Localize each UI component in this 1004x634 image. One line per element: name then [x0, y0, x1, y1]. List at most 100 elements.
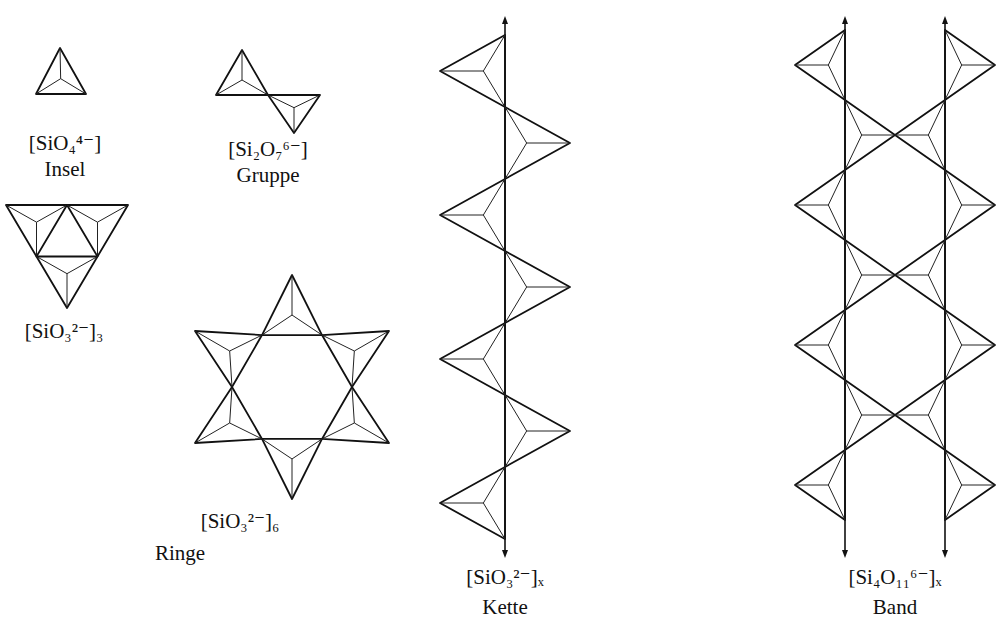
tetrahedron-edge	[292, 459, 293, 499]
axis-arrowhead	[502, 550, 508, 558]
tetrahedron-edge	[505, 251, 527, 287]
axis-arrowhead	[502, 16, 508, 24]
tetrahedron-edge	[505, 287, 527, 323]
tetrahedron-outline	[845, 380, 895, 450]
tetrahedron-edge	[292, 315, 322, 335]
tetrahedron-edge	[61, 79, 86, 94]
tetrahedron-edge	[483, 35, 505, 71]
tetrahedron-outline	[262, 275, 322, 335]
tetrahedron-edge	[828, 450, 845, 485]
tetrahedron-outline	[795, 450, 845, 520]
tetrahedron-edge	[483, 359, 505, 395]
tetrahedron-edge	[928, 135, 945, 170]
tetrahedron-edge	[828, 30, 845, 65]
tetrahedron-edge	[527, 287, 570, 288]
formula-label: [Si₄O₁₁⁶⁻]ₓ	[848, 566, 941, 589]
tetrahedron-edge	[294, 108, 295, 133]
tetrahedron-edge	[60, 48, 62, 79]
tetrahedron-edge	[354, 423, 389, 443]
tetrahedron-edge	[36, 222, 37, 256]
formula-label: [SiO₃²⁻]ₓ	[466, 566, 543, 589]
tetrahedron-edge	[862, 415, 895, 416]
tetrahedron-edge	[928, 415, 945, 450]
tetrahedron-outline	[505, 395, 570, 467]
tetrahedron-outline	[322, 331, 389, 387]
tetrahedron-edge	[6, 205, 37, 222]
tetrahedron-edge	[505, 431, 527, 467]
tetrahedron-edge	[483, 323, 505, 359]
tetrahedron-edge	[945, 345, 962, 380]
tetrahedron-edge	[962, 345, 995, 346]
tetrahedron-edge	[195, 331, 230, 351]
tetrahedron-edge	[230, 423, 262, 439]
tetrahedron-outline	[440, 179, 505, 251]
tetrahedron-outline	[322, 387, 389, 443]
tetrahedron-edge	[322, 423, 354, 439]
tetrahedron-outline	[505, 107, 570, 179]
tetrahedron-edge	[294, 95, 320, 108]
tetrahedron-edge	[962, 65, 995, 66]
tetrahedron-edge	[928, 100, 945, 135]
structure-type-label: Kette	[482, 596, 527, 619]
tetrahedron-edge	[828, 310, 845, 345]
tetrahedron-edge	[945, 30, 962, 65]
structure-type-label: Band	[873, 596, 917, 619]
tetrahedron-edge	[945, 205, 962, 240]
tetrahedron-edge	[928, 275, 945, 310]
formula-label: [Si₂O₇⁶⁻]	[228, 138, 308, 161]
tetrahedron-edge	[67, 205, 98, 222]
tetrahedron-edge	[505, 107, 527, 143]
tetrahedron-edge	[945, 485, 962, 520]
tetrahedron-outline	[945, 310, 995, 380]
tetrahedron-edge	[483, 467, 505, 503]
tetrahedron-edge	[795, 485, 828, 486]
tetrahedron-edge	[67, 257, 98, 274]
tetrahedron-edge	[962, 205, 995, 206]
formula-label: [SiO₄⁴⁻]	[29, 132, 101, 155]
tetrahedron-outline	[36, 48, 86, 94]
tetrahedron-outline	[440, 35, 505, 107]
tetrahedron-edge	[268, 95, 294, 108]
tetrahedron-edge	[845, 100, 862, 135]
tetrahedron-outline	[440, 467, 505, 539]
tetrahedron-outline	[895, 240, 945, 310]
tetrahedron-outline	[440, 323, 505, 395]
tetrahedron-edge	[945, 310, 962, 345]
tetrahedron-outline	[895, 380, 945, 450]
tetrahedron-outline	[67, 205, 128, 257]
tetrahedron-edge	[895, 135, 928, 136]
tetrahedron-edge	[845, 380, 862, 415]
tetrahedron-edge	[97, 222, 98, 256]
tetrahedron-edge	[895, 275, 928, 276]
tetrahedron-edge	[945, 450, 962, 485]
tetrahedron-edge	[98, 205, 129, 222]
tetrahedron-edge	[216, 80, 242, 95]
tetrahedron-outline	[945, 30, 995, 100]
tetrahedron-edge	[292, 275, 293, 315]
tetrahedron-edge	[527, 431, 570, 432]
tetrahedron-edge	[828, 345, 845, 380]
tetrahedron-edge	[483, 71, 505, 107]
tetrahedron-edge	[828, 170, 845, 205]
tetrahedron-edge	[230, 387, 232, 423]
tetrahedron-edge	[352, 351, 354, 387]
tetrahedron-edge	[322, 335, 354, 351]
tetrahedron-edge	[527, 143, 570, 144]
tetrahedron-outline	[505, 251, 570, 323]
tetrahedron-edge	[440, 71, 483, 72]
tetrahedron-edge	[242, 80, 268, 95]
formula-label: [SiO₃²⁻]₃	[25, 320, 104, 343]
tetrahedron-edge	[505, 395, 527, 431]
tetrahedron-edge	[845, 415, 862, 450]
tetrahedron-edge	[828, 65, 845, 100]
structure-type-label: Ringe	[155, 542, 205, 565]
tetrahedron-edge	[962, 485, 995, 486]
tetrahedron-edge	[862, 275, 895, 276]
tetrahedron-edge	[36, 79, 61, 94]
tetrahedron-edge	[945, 65, 962, 100]
tetrahedron-edge	[505, 143, 527, 179]
tetrahedron-outline	[945, 450, 995, 520]
tetrahedron-edge	[67, 274, 68, 308]
tetrahedron-outline	[262, 439, 322, 499]
